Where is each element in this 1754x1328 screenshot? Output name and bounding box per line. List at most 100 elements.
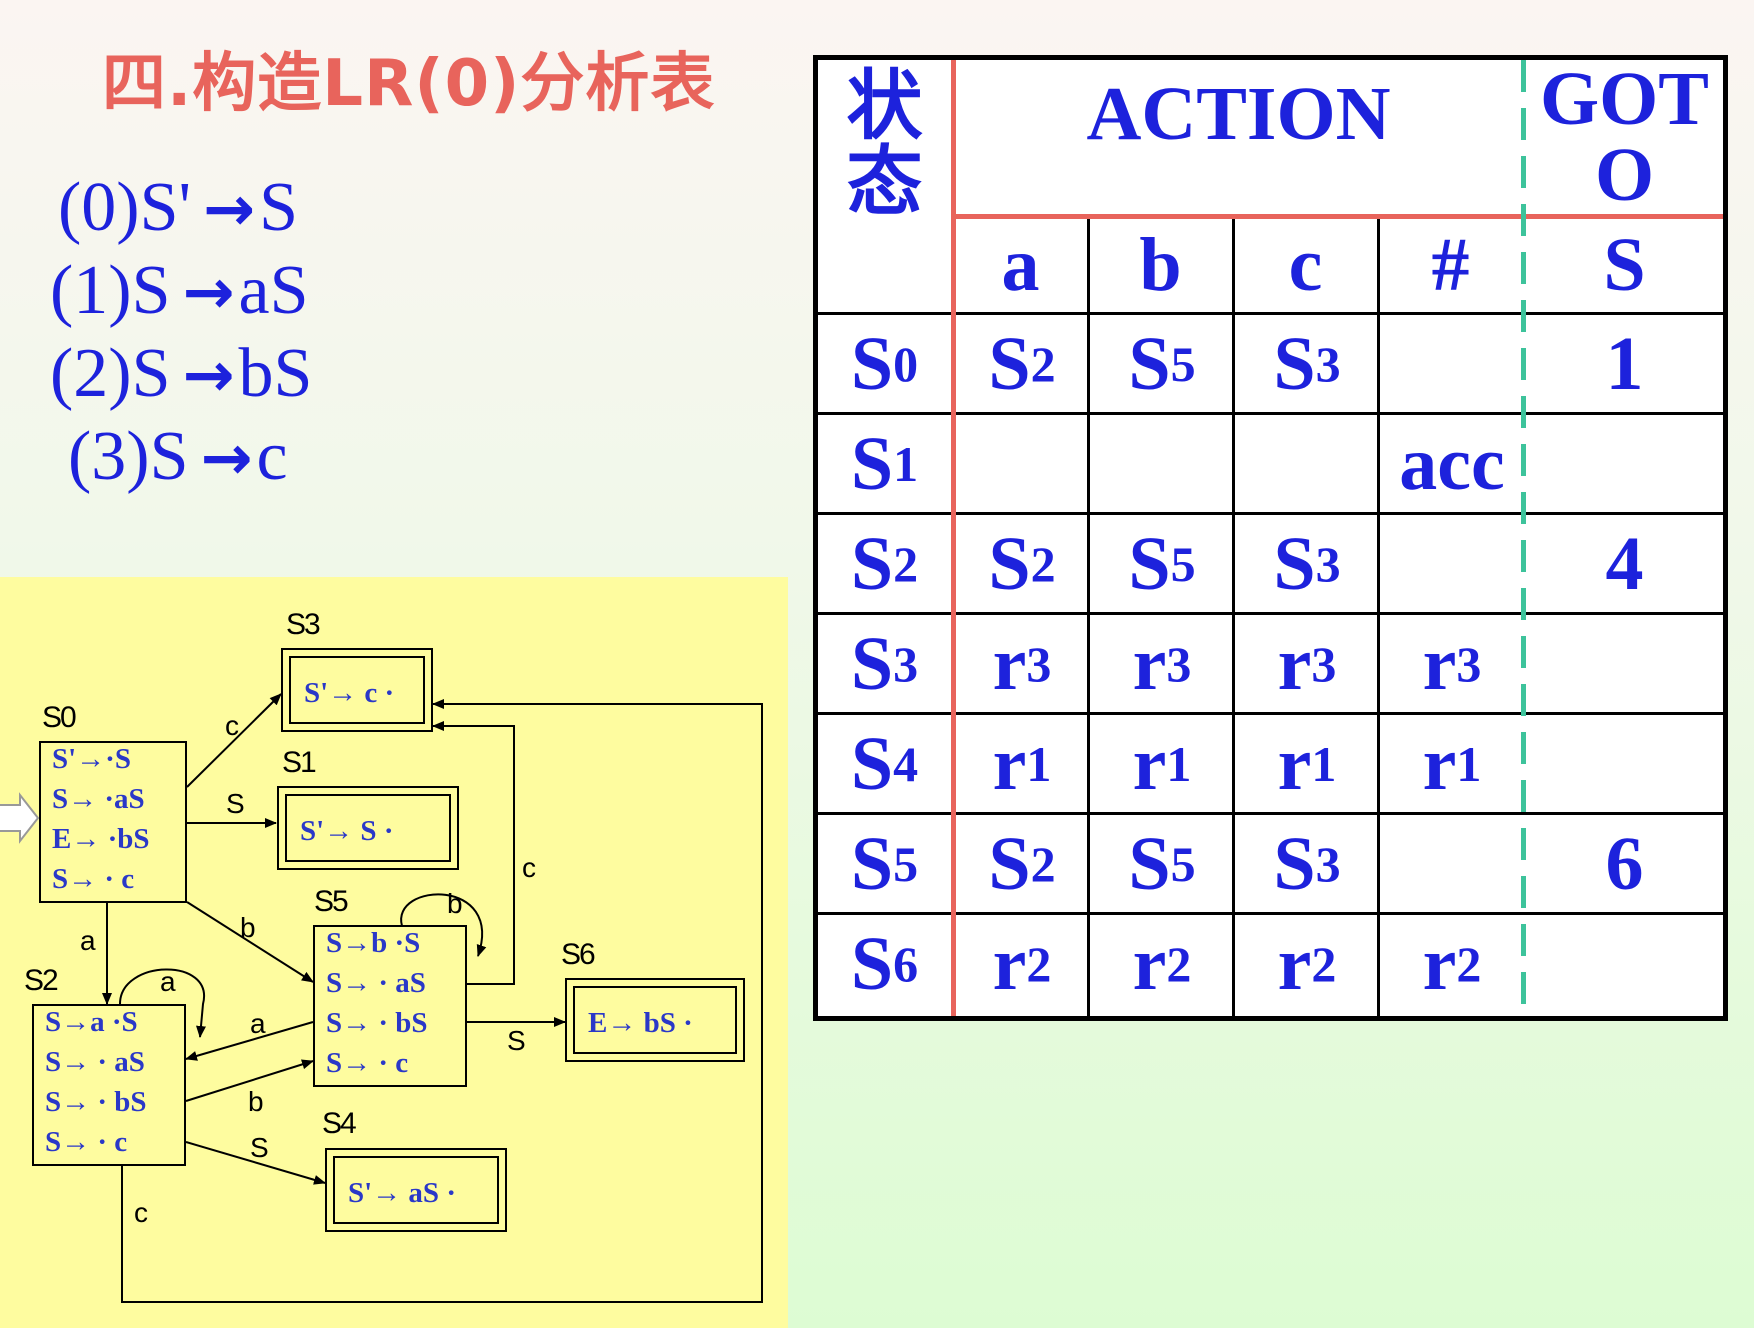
lr-item: S→b ·S	[326, 927, 420, 959]
edge-label: S	[507, 1025, 526, 1056]
action-op: r	[1422, 721, 1457, 806]
action-header-label: ACTION	[1086, 72, 1391, 156]
grammar-rule-3: (3)S→c	[68, 417, 288, 497]
edge-label: c	[522, 852, 536, 883]
edge-label: b	[248, 1086, 264, 1117]
state-header: 状态	[818, 60, 951, 315]
state-box-s2	[32, 1004, 186, 1166]
edge-label: a	[80, 925, 96, 956]
lr-item: S→ · bS	[45, 1086, 147, 1118]
edge-label: a	[250, 1008, 266, 1039]
rule-rhs: c	[256, 418, 288, 495]
edge-label: S	[250, 1132, 269, 1163]
goto-value: 1	[1605, 321, 1644, 406]
row-divider	[818, 512, 1723, 515]
row-divider	[818, 412, 1723, 415]
state-box-inner-s1	[285, 794, 451, 862]
action-cell	[1091, 415, 1233, 512]
row-divider	[818, 712, 1723, 715]
action-op: S	[1273, 821, 1316, 906]
action-op: r	[992, 922, 1027, 1006]
edge-s2-s4	[185, 1141, 326, 1185]
lr-item: S'→ S ·	[300, 815, 394, 847]
edge-label: b	[240, 912, 256, 943]
lr-item: E→ bS ·	[588, 1007, 693, 1039]
lr-item: S→ · aS	[326, 967, 426, 999]
edge-label: S	[226, 788, 245, 819]
state-label: S0	[42, 701, 76, 734]
action-cell	[1236, 415, 1378, 512]
goto-cell	[1526, 615, 1723, 712]
action-op: S	[1128, 321, 1171, 406]
edge-s2-loop	[119, 968, 206, 1038]
state-name: S	[850, 922, 894, 1006]
action-op: r	[992, 721, 1027, 806]
edge-s0-s5	[186, 901, 314, 983]
rule-lhs: (0)S'	[58, 169, 192, 246]
state-column-divider	[951, 60, 956, 1016]
state-label: S6	[561, 938, 595, 971]
action-cell	[1381, 815, 1523, 912]
edge-s2-s3	[121, 699, 763, 1303]
right-arrow-icon: →	[182, 338, 235, 411]
goto-cell: 4	[1526, 515, 1723, 612]
state-label: S2	[24, 964, 58, 997]
lr-item: S'→ c ·	[304, 677, 394, 709]
action-cell	[1381, 515, 1523, 612]
column-label: #	[1431, 223, 1470, 307]
state-name: S	[850, 721, 894, 806]
action-op: r	[1422, 621, 1457, 706]
right-arrow-icon: →	[200, 421, 253, 494]
edge-s2-s5	[185, 1059, 314, 1102]
state-name: S	[850, 421, 894, 506]
lr-item: S→ · aS	[45, 1046, 145, 1078]
goto-header-line: O	[1594, 133, 1655, 217]
state-box-s0	[39, 741, 187, 903]
goto-cell	[1526, 715, 1723, 812]
start-arrow-icon	[0, 792, 40, 844]
rule-lhs: (2)S	[50, 335, 171, 412]
column-label: S	[1603, 223, 1646, 307]
state-name: S	[850, 821, 894, 906]
edge-label: c	[134, 1197, 148, 1228]
goto-header-line: GOT	[1540, 57, 1709, 141]
action-op: S	[1273, 521, 1316, 606]
action-op: S	[1128, 521, 1171, 606]
edge-label: c	[225, 710, 239, 741]
state-box-s5	[313, 925, 467, 1087]
action-op: S	[1273, 321, 1316, 406]
state-name: S	[850, 521, 894, 606]
action-col-header-2: c	[1233, 218, 1378, 312]
lr-item: S→ ·aS	[52, 783, 145, 815]
edge-s0-s3	[186, 693, 282, 788]
column-label: a	[1001, 223, 1040, 307]
rule-lhs: (1)S	[50, 252, 171, 329]
column-divider	[1377, 216, 1380, 1016]
state-box-inner-s6	[573, 986, 737, 1054]
action-op: r	[1422, 922, 1457, 1006]
goto-value: 6	[1605, 821, 1644, 906]
